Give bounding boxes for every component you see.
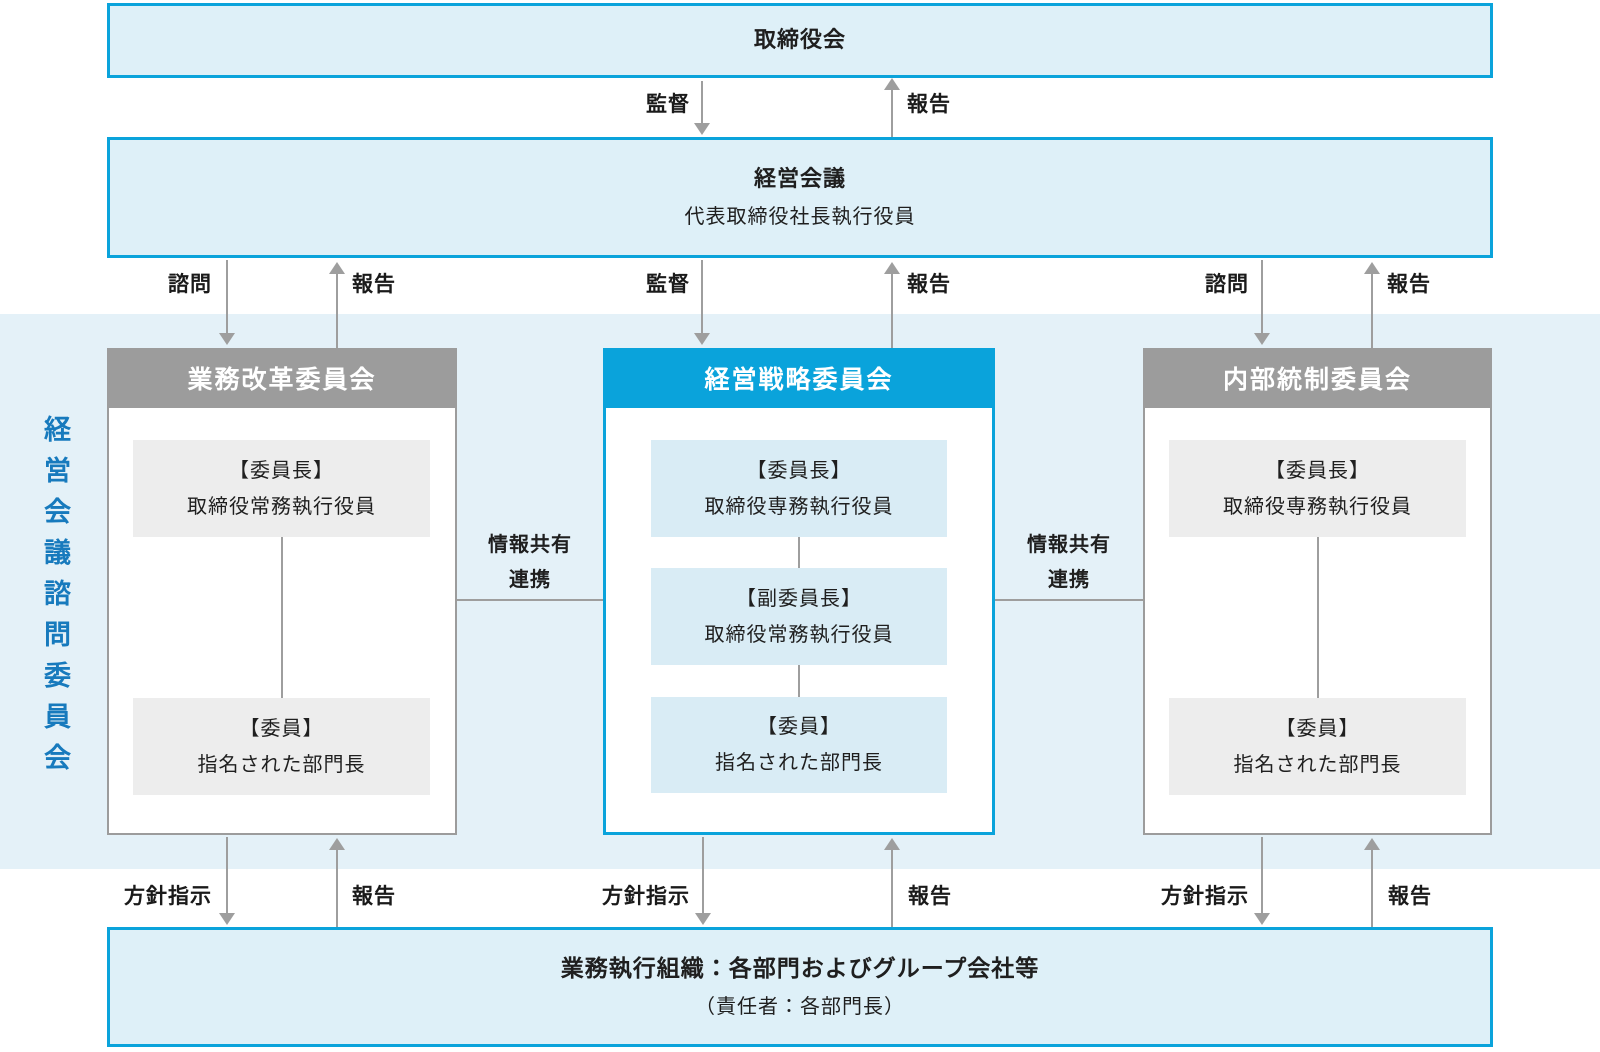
management-meeting-title: 経営会議 xyxy=(753,165,846,191)
execution-organization-title: 業務執行組織：各部門およびグループ会社等 xyxy=(560,954,1040,981)
report-arrow-bottom-right xyxy=(1371,850,1373,927)
info-share-label-right: 情報共有 連携 xyxy=(995,528,1143,598)
member-role: 【委員】 xyxy=(239,717,324,740)
report-label-right: 報告 xyxy=(1387,273,1431,296)
member-chair: 【委員長】 取締役専務執行役員 xyxy=(1169,440,1466,537)
management-meeting-subtitle: 代表取締役社長執行役員 xyxy=(684,206,916,229)
connector-line xyxy=(1317,537,1319,698)
info-share-label-left: 情報共有 連携 xyxy=(457,528,603,598)
committee-management-strategy-header: 経営戦略委員会 xyxy=(603,348,995,408)
member-person: 指名された部門長 xyxy=(715,752,883,774)
member-committee: 【委員】 指名された部門長 xyxy=(133,698,430,795)
committee-internal-control-header: 内部統制委員会 xyxy=(1143,348,1492,408)
info-share-line1: 情報共有 xyxy=(1027,534,1111,556)
report-arrow-mid-up xyxy=(891,274,893,348)
member-person: 指名された部門長 xyxy=(1233,753,1402,776)
execution-organization-box: 業務執行組織：各部門およびグループ会社等 （責任者：各部門長） xyxy=(107,927,1493,1047)
member-person: 取締役常務執行役員 xyxy=(187,495,376,518)
consult-arrow-left xyxy=(226,260,228,333)
committee-management-strategy: 経営戦略委員会 【委員長】 取締役専務執行役員 【副委員長】 取締役常務執行役員… xyxy=(603,348,995,835)
policy-label-right: 方針指示 xyxy=(1161,885,1249,908)
policy-label-mid: 方針指示 xyxy=(602,885,690,908)
supervise-label-top: 監督 xyxy=(646,93,690,116)
report-arrow-top xyxy=(891,90,893,137)
member-committee: 【委員】 指名された部門長 xyxy=(651,697,947,793)
policy-arrow-mid xyxy=(702,837,704,913)
committee-internal-control: 内部統制委員会 【委員長】 取締役専務執行役員 【委員】 指名された部門長 xyxy=(1143,348,1492,835)
report-label-bottom-mid: 報告 xyxy=(908,885,952,908)
member-person: 取締役専務執行役員 xyxy=(704,495,894,518)
connector-line xyxy=(798,537,800,568)
supervise-arrow-mid xyxy=(701,260,703,333)
report-arrow-left-up xyxy=(336,274,338,348)
member-role: 【委員長】 xyxy=(746,459,852,482)
member-role: 【委員】 xyxy=(1275,717,1360,740)
member-person: 取締役常務執行役員 xyxy=(704,623,894,646)
report-label-bottom-right: 報告 xyxy=(1388,885,1432,908)
management-meeting-box: 経営会議 代表取締役社長執行役員 xyxy=(107,137,1493,258)
member-role: 【副委員長】 xyxy=(736,587,862,610)
member-chair: 【委員長】 取締役常務執行役員 xyxy=(133,440,430,537)
committee-business-reform: 業務改革委員会 【委員長】 取締役常務執行役員 【委員】 指名された部門長 xyxy=(107,348,457,835)
info-share-line-left xyxy=(457,599,603,601)
member-role: 【委員長】 xyxy=(229,459,334,482)
consult-label-left: 諮問 xyxy=(168,273,212,296)
info-share-line1: 情報共有 xyxy=(488,534,572,556)
policy-arrow-right xyxy=(1261,837,1263,913)
committee-business-reform-header: 業務改革委員会 xyxy=(107,348,457,408)
member-role: 【委員長】 xyxy=(1265,459,1370,482)
report-arrow-bottom-left xyxy=(336,850,338,927)
supervise-arrow-top xyxy=(701,81,703,123)
member-person: 取締役専務執行役員 xyxy=(1223,495,1412,518)
policy-label-left: 方針指示 xyxy=(124,885,212,908)
member-person: 指名された部門長 xyxy=(197,753,366,776)
board-of-directors-box: 取締役会 xyxy=(107,3,1493,78)
consult-arrow-right xyxy=(1261,260,1263,333)
report-arrow-bottom-mid xyxy=(891,850,893,927)
info-share-line2: 連携 xyxy=(1048,569,1090,591)
report-label-top: 報告 xyxy=(907,93,951,116)
report-arrow-right-up xyxy=(1371,274,1373,348)
consult-label-right: 諮問 xyxy=(1205,273,1249,296)
board-of-directors-title: 取締役会 xyxy=(753,27,846,53)
report-label-mid: 報告 xyxy=(907,273,951,296)
supervise-label-mid: 監督 xyxy=(646,273,690,296)
report-label-left: 報告 xyxy=(352,273,396,296)
member-vice-chair: 【副委員長】 取締役常務執行役員 xyxy=(651,568,947,665)
member-chair: 【委員長】 取締役専務執行役員 xyxy=(651,440,947,537)
connector-line xyxy=(281,537,283,698)
advisory-band-label: 経営会議諮問委員会 xyxy=(40,415,70,784)
policy-arrow-left xyxy=(226,837,228,913)
execution-organization-subtitle: （責任者：各部門長） xyxy=(695,996,905,1019)
member-role: 【委員】 xyxy=(757,716,841,738)
report-label-bottom-left: 報告 xyxy=(352,885,396,908)
member-committee: 【委員】 指名された部門長 xyxy=(1169,698,1466,795)
info-share-line-right xyxy=(995,599,1143,601)
info-share-line2: 連携 xyxy=(509,569,551,591)
connector-line xyxy=(798,665,800,697)
